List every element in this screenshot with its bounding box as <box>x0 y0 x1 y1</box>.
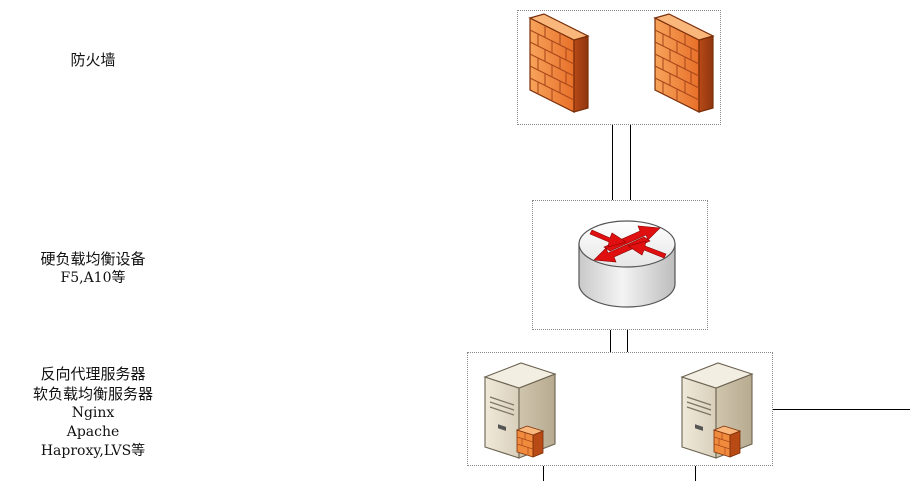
server-group <box>467 352 773 466</box>
software-lb-label-line3: Nginx <box>71 405 115 421</box>
software-lb-label-line2: 软负载均衡服务器 <box>32 385 153 403</box>
router-group <box>532 200 708 330</box>
firewall-icon <box>528 13 590 113</box>
firewall-group <box>517 10 721 125</box>
tower-server-icon <box>483 362 557 459</box>
hardware-lb-label: 硬负载均衡设备 F5,A10等 <box>20 249 166 288</box>
firewall-label-line: 防火墙 <box>70 51 116 69</box>
connections <box>543 125 910 481</box>
firewall-label: 防火墙 <box>30 50 156 70</box>
router-icon <box>578 220 676 308</box>
software-lb-label-line1: 反向代理服务器 <box>40 365 146 383</box>
hardware-lb-label-line1: 硬负载均衡设备 <box>40 250 146 268</box>
software-lb-label: 反向代理服务器 软负载均衡服务器 Nginx Apache Haproxy,LV… <box>20 364 166 461</box>
software-lb-label-line5: Haproxy,LVS等 <box>40 443 146 459</box>
firewall-icon <box>653 13 715 113</box>
hardware-lb-label-line2: F5,A10等 <box>60 270 126 286</box>
tower-server-icon <box>680 362 754 459</box>
software-lb-label-line4: Apache <box>66 424 120 440</box>
